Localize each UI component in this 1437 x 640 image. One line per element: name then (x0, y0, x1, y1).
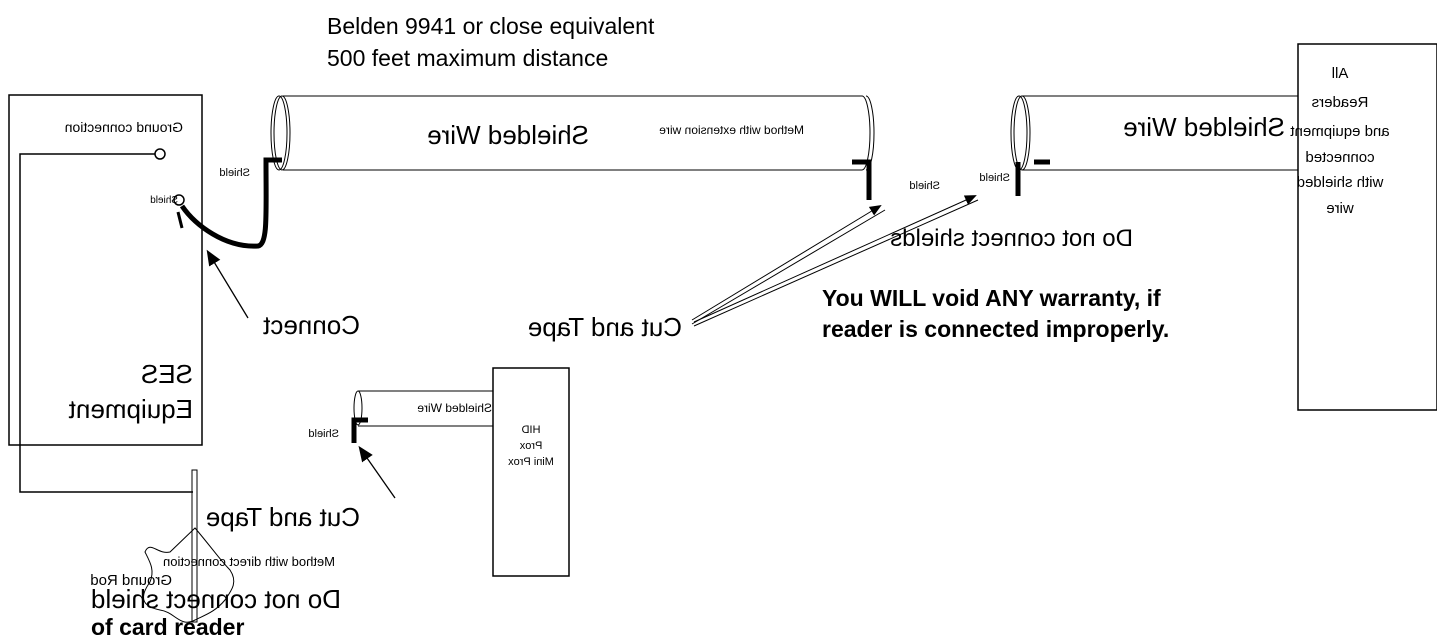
ground-connection-label: Ground connection (65, 119, 183, 135)
ground-rod-label: Ground Rod (90, 572, 172, 589)
readers-box-line2: Readers (1312, 94, 1369, 111)
hid-cable (353, 390, 493, 427)
readers-box-line6: wire (1326, 200, 1355, 217)
ground-terminal (154, 148, 166, 160)
main-cable-shield-left: Shield (219, 167, 250, 179)
warning-line2: reader is connected improperly. (822, 316, 1169, 342)
hid-box-line2: Prox (519, 440, 542, 452)
readers-box-line4: connected (1305, 149, 1374, 166)
hid-shield-stub (351, 417, 368, 443)
cut-arrow-1b (691, 209, 886, 325)
ground-rod (191, 469, 198, 623)
equipment-name-line2: Equipment (68, 394, 193, 424)
ground-rod-blob (142, 527, 235, 623)
reader-cable (1010, 95, 1298, 171)
cut-arrow-2 (693, 195, 977, 323)
hid-cut-and-tape: Cut and Tape (206, 502, 360, 532)
warning-line1: You WILL void ANY warranty, if (822, 285, 1161, 311)
cable-spec-text: Belden 9941 or close equivalent (327, 13, 655, 39)
do-not-connect-shields: Do not connect shields (890, 225, 1133, 252)
readers-box-line5: with shielded (1297, 174, 1385, 191)
equipment-shield-label: Shield (150, 195, 178, 206)
main-cable-label: Shielded Wire (427, 120, 589, 150)
connect-label: Connect (262, 310, 360, 340)
hid-shield-label: Shield (308, 428, 339, 440)
hid-wire-label: Shielded Wire (417, 401, 492, 415)
readers-box-line1: All (1332, 65, 1349, 82)
footer-text: of card reader (91, 614, 244, 640)
connect-arrow (206, 249, 249, 319)
readers-box-line3: and equipment (1290, 123, 1390, 140)
shield-stub-right (852, 159, 872, 200)
reader-cable-shield: Shield (979, 172, 1010, 184)
main-cable-shield-right: Shield (909, 180, 940, 192)
ground-wire (19, 153, 193, 493)
cut-arrow-1 (691, 204, 882, 321)
hid-box-line3: Mini Prox (508, 456, 554, 468)
reader-cable-label: Shielded Wire (1123, 112, 1285, 142)
shield-terminal (173, 194, 185, 206)
hid-cut-arrow (358, 445, 396, 499)
reader-shield-stub (1015, 159, 1050, 196)
hid-box (492, 367, 570, 577)
readers-box (1297, 43, 1437, 411)
cut-arrow-2b (693, 199, 979, 327)
hid-method: Method with direct connection (163, 554, 335, 569)
shield-jumper (179, 159, 269, 249)
main-cable-method: Method with extension wire (659, 123, 804, 137)
hid-box-line1: HID (521, 424, 540, 436)
distance-spec-text: 500 feet maximum distance (327, 45, 608, 71)
ses-equipment-box (8, 94, 203, 446)
cut-and-tape-label: Cut and Tape (528, 312, 682, 342)
equipment-name-line1: SES (141, 359, 193, 389)
